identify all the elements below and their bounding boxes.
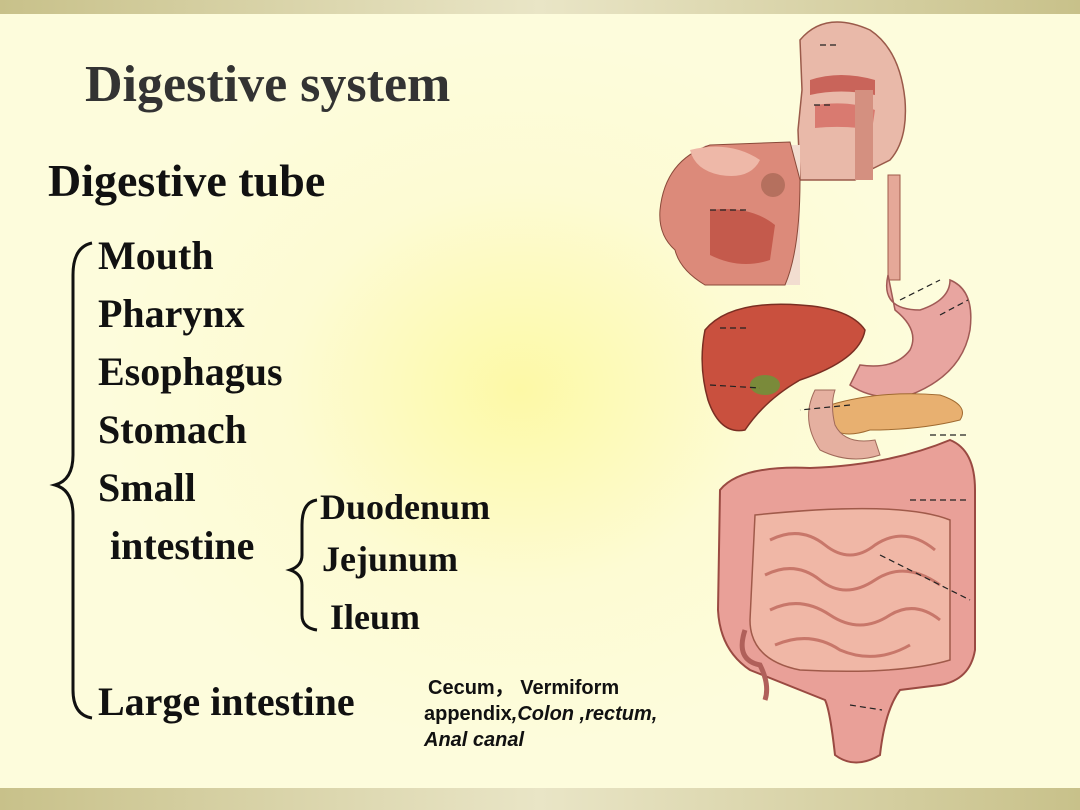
small-intestine-brace bbox=[285, 498, 318, 632]
bottom-bar bbox=[0, 788, 1080, 810]
organ-small: Small bbox=[98, 465, 196, 510]
pancreas-illustration bbox=[829, 393, 963, 435]
note-line-1: Cecum， Vermiform bbox=[428, 677, 620, 699]
stomach-illustration bbox=[849, 274, 972, 398]
organ-stomach: Stomach bbox=[98, 407, 247, 452]
organ-large-intestine: Large intestine bbox=[98, 679, 355, 724]
part-ileum: Ileum bbox=[330, 597, 420, 637]
note-line-2: appendix,Colon ,rectum, bbox=[424, 701, 724, 727]
organ-mouth: Mouth bbox=[98, 233, 214, 278]
part-duodenum: Duodenum bbox=[320, 487, 491, 527]
face-muscle-illustration bbox=[659, 141, 801, 286]
appendix-illustration bbox=[739, 629, 770, 701]
large-intestine-note: Cecum， Vermiform appendix,Colon ,rectum,… bbox=[424, 675, 724, 753]
top-bar bbox=[0, 0, 1080, 14]
organ-esophagus: Esophagus bbox=[98, 349, 283, 394]
leader-lines bbox=[709, 44, 971, 711]
head-section-illustration bbox=[797, 21, 907, 181]
part-jejunum: Jejunum bbox=[322, 539, 459, 579]
esophagus-illustration bbox=[887, 174, 901, 281]
slide-title: Digestive system bbox=[85, 56, 451, 113]
gallbladder-illustration bbox=[750, 375, 780, 395]
note-anal-canal: Anal canal bbox=[424, 729, 525, 751]
note-appendix: appendix bbox=[424, 703, 512, 725]
intestine-loops-illustration bbox=[764, 532, 941, 658]
organ-intestine: intestine bbox=[110, 523, 255, 568]
liver-illustration bbox=[701, 303, 866, 432]
organ-pharynx: Pharynx bbox=[98, 291, 245, 336]
section-heading: Digestive tube bbox=[48, 155, 326, 206]
digestive-system-illustration bbox=[659, 21, 976, 764]
note-colon-rectum: ,Colon ,rectum, bbox=[511, 703, 658, 725]
